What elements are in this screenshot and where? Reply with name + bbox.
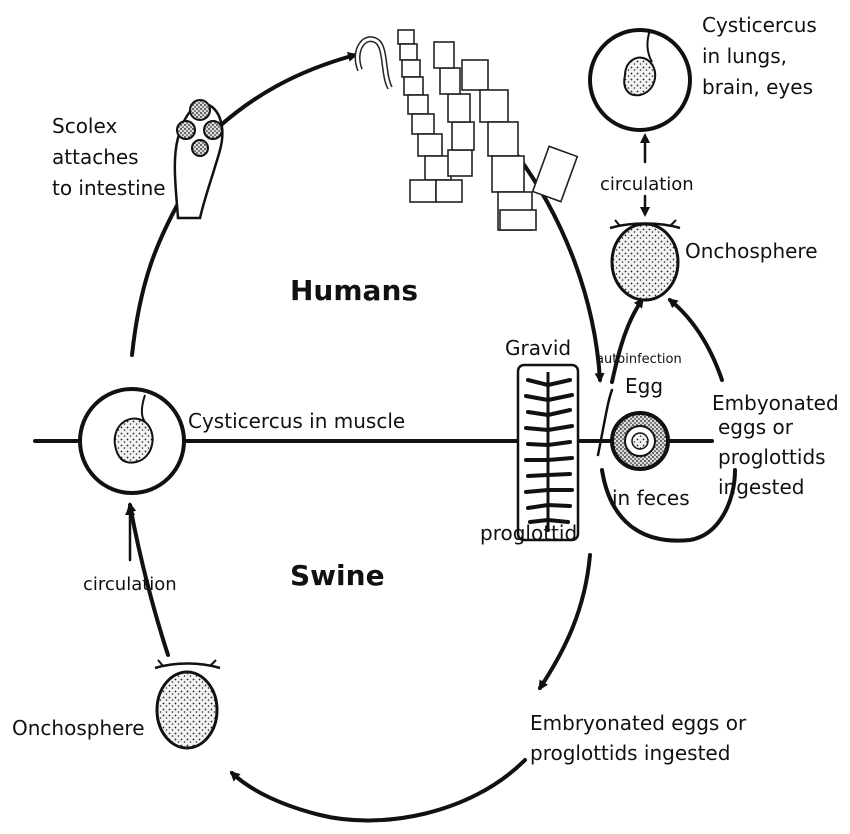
region-label-humans: Humans [290, 274, 418, 307]
cysticercus-muscle-illustration [80, 389, 184, 493]
embryonated-right-label-line1: Embyonated [712, 391, 839, 415]
autoinfection-label: autoinfection [596, 352, 682, 367]
cysticercus-lungs-label-line3: brain, eyes [702, 75, 813, 99]
egg-label: Egg [625, 374, 663, 398]
embryonated-right-arrow [670, 300, 722, 380]
onchosphere-left-illustration [155, 660, 220, 748]
circulation-left-label: circulation [83, 574, 177, 595]
gravid-label: Gravid [505, 336, 571, 360]
scolex-label-line1: Scolex [52, 114, 117, 138]
egg-illustration [612, 413, 668, 469]
cysticercus-muscle-label: Cysticercus in muscle [188, 409, 405, 433]
cycle-arc-bottom [232, 760, 525, 820]
onchosphere-right-label: Onchosphere [685, 239, 818, 263]
embryonated-right-label-line2: eggs or [718, 415, 794, 439]
autoinfection-arrow [612, 300, 642, 382]
onchosphere-right-illustration [610, 220, 680, 300]
embryonated-right-label-line3: proglottids [718, 445, 826, 469]
circulation-top-label: circulation [600, 174, 694, 195]
cysticercus-lungs-illustration [590, 30, 690, 130]
onchosphere-left-label: Onchosphere [12, 716, 145, 740]
region-label-swine: Swine [290, 559, 385, 592]
embryonated-right-label-line4: ingested [718, 475, 805, 499]
scolex-label-line3: to intestine [52, 176, 166, 200]
cycle-arc-left-upper [132, 200, 180, 355]
cycle-arc-top-left [205, 55, 355, 140]
in-feces-label: in feces [612, 486, 690, 510]
proglottid-label: proglottid [480, 521, 577, 545]
egg-loop-upper [598, 390, 612, 455]
cycle-arc-right-lower [540, 555, 590, 688]
gravid-proglottid-illustration [518, 365, 578, 540]
embryonated-bottom-label-line2: proglottids ingested [530, 741, 730, 765]
scolex-label-line2: attaches [52, 145, 139, 169]
embryonated-bottom-label-line1: Embryonated eggs or [530, 711, 747, 735]
cysticercus-lungs-label-line2: in lungs, [702, 44, 787, 68]
cysticercus-lungs-label-line1: Cysticercus [702, 13, 817, 37]
scolex-illustration [175, 100, 222, 218]
